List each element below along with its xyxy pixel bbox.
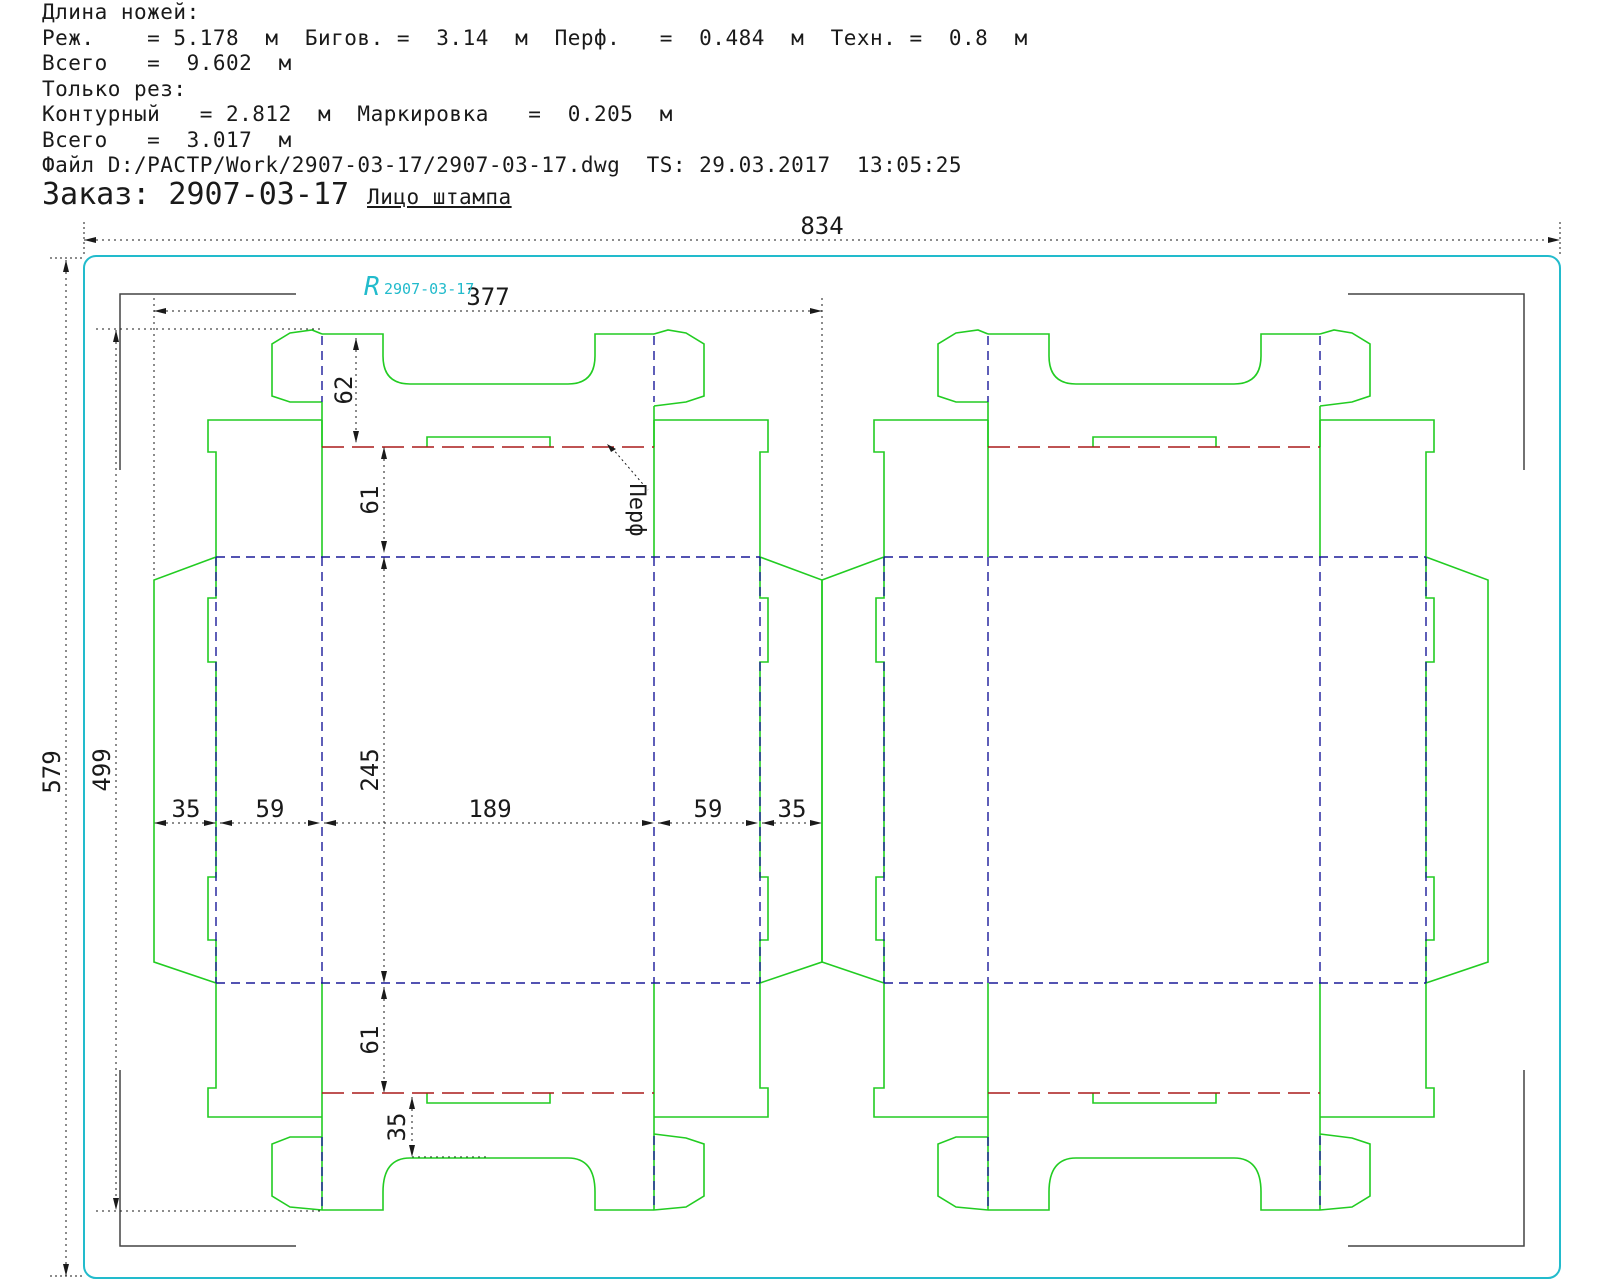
dim-overall-width: 834 [83, 212, 1561, 254]
knife-length-title: Длина ножей: [42, 0, 200, 24]
crease-lines-left [215, 336, 761, 1208]
sheet-border [83, 255, 1561, 1279]
dim-top-flap-label: 62 [330, 376, 358, 405]
dim-side-left-label: 35 [172, 795, 201, 823]
crease-lines-right [883, 336, 1427, 1208]
dim-blank-width-label: 377 [466, 283, 509, 311]
contour-line: Контурный = 2.812 м Маркировка = 0.205 м [42, 102, 673, 126]
corner-marks [119, 293, 1525, 1247]
dim-wall-right-label: 59 [694, 795, 723, 823]
perf-callout: Перф [607, 444, 649, 536]
order-line: Заказ: 2907-03-17 Лицо штампа [42, 177, 1242, 215]
dim-overall-height: 579 [38, 257, 82, 1277]
dim-main-height-label: 245 [356, 748, 384, 791]
knife-cut-line: Реж. = 5.178 м Бигов. = 3.14 м Перф. = 0… [42, 25, 1028, 50]
dim-center-label: 189 [468, 795, 511, 823]
cut-lines-left [153, 329, 885, 1211]
perf-lines-right [988, 446, 1320, 1094]
dim-blank-height-label: 499 [88, 748, 116, 791]
only-cut-title: Только рез: [42, 76, 187, 101]
dim-side-right-label: 35 [778, 795, 807, 823]
perf-lines-left [322, 446, 654, 1094]
file-path-line: Файл D:/РАСТР/Work/2907-03-17/2907-03-17… [42, 153, 963, 177]
perf-label: Перф [624, 484, 649, 537]
stamp-glyph: R [364, 272, 380, 302]
dim-overall-height-label: 579 [38, 750, 66, 793]
dim-wall-left-label: 59 [256, 795, 285, 823]
stamp-id-label: 2907-03-17 [384, 280, 474, 298]
face-label: Лицо штампа [367, 184, 512, 209]
dim-overall-width-label: 834 [800, 212, 843, 240]
cut-lines-right [873, 329, 1489, 1211]
cut-total-line: Всего = 3.017 м [42, 127, 292, 152]
stamp-id: R 2907-03-17 [364, 272, 474, 302]
blank-right [873, 329, 1489, 1211]
dim-vertical-internal [353, 338, 490, 1158]
dim-bottom-panel-label: 61 [356, 1026, 384, 1055]
dim-blank-height: 499 [88, 328, 322, 1212]
dim-blank-width: 377 [153, 283, 823, 825]
dim-bottom-flap-label: 35 [383, 1113, 411, 1142]
knife-total-line: Всего = 9.602 м [42, 51, 292, 75]
dim-top-panel-label: 61 [356, 486, 384, 515]
order-number: Заказ: 2907-03-17 [42, 176, 350, 212]
blank-left: Перф [153, 329, 885, 1211]
header-block: Длина ножей: Реж. = 5.178 м Бигов. = 3.1… [42, 0, 1242, 215]
